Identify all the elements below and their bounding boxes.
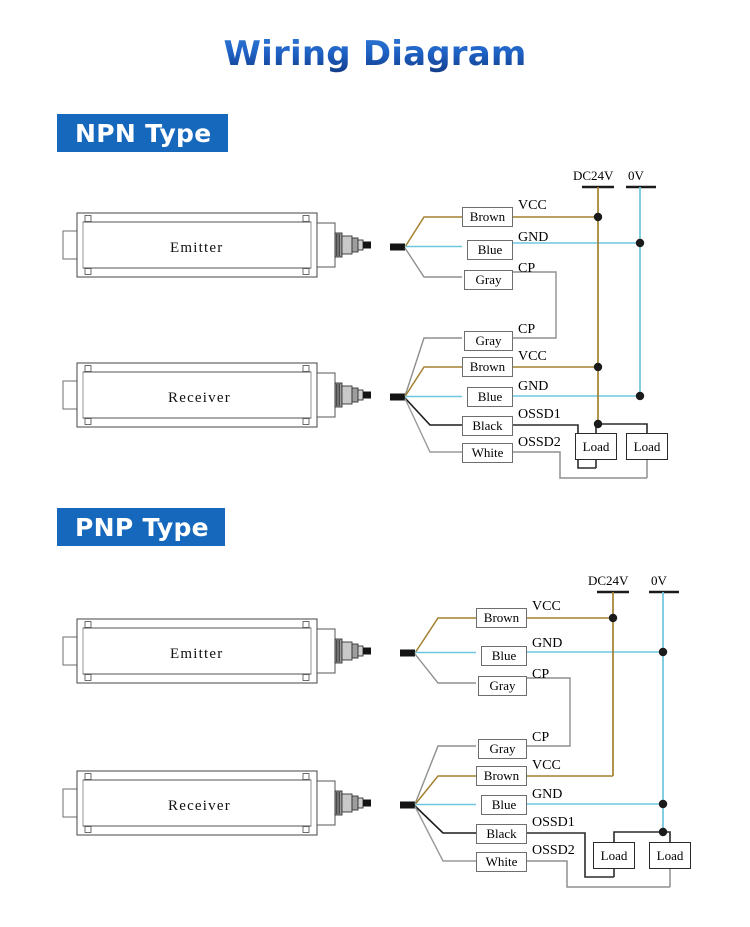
pnp-load-2: Load [649, 842, 691, 869]
pnp-emitter-label: Emitter [170, 646, 224, 662]
pnp-load-1: Load [593, 842, 635, 869]
section-banner-npn: NPN Type [57, 114, 228, 152]
pnp-emitter-signal-vcc: VCC [532, 599, 561, 614]
pnp-receiver-wire-brown: Brown [476, 766, 527, 786]
npn-receiver-signal-ossd2: OSSD2 [518, 435, 561, 450]
npn-emitter-signal-vcc: VCC [518, 198, 547, 213]
npn-node-vcc-receiver [593, 362, 603, 372]
npn-receiver-wire-brown: Brown [462, 357, 513, 377]
npn-emitter-signal-cp: CP [518, 261, 536, 276]
page-title: Wiring Diagram [0, 34, 750, 74]
npn-rail-supply-label: DC24V [573, 168, 614, 183]
npn-receiver-wire-blue: Blue [467, 387, 513, 407]
pnp-emitter-signal-cp: CP [532, 667, 550, 682]
section-banner-pnp: PNP Type [57, 508, 225, 546]
pnp-receiver-signal-vcc: VCC [532, 758, 561, 773]
npn-node-gnd-emitter [635, 238, 645, 248]
pnp-receiver-signal-ossd2: OSSD2 [532, 843, 575, 858]
pnp-receiver-wire-black: Black [476, 824, 527, 844]
pnp-node-vcc-emitter [608, 613, 618, 623]
pnp-receiver-signal-gnd: GND [532, 787, 563, 802]
npn-node-load-supply [593, 419, 603, 429]
npn-emitter-wire-brown: Brown [462, 207, 513, 227]
npn-receiver-wire-black: Black [462, 416, 513, 436]
npn-node-gnd-receiver [635, 391, 645, 401]
pnp-node-gnd-receiver [658, 799, 668, 809]
pnp-node-gnd-emitter [658, 647, 668, 657]
pnp-receiver-label: Receiver [168, 798, 231, 814]
npn-receiver-wire-gray: Gray [464, 331, 513, 351]
pnp-emitter-signal-gnd: GND [532, 636, 563, 651]
pnp-emitter-wire-gray: Gray [478, 676, 527, 696]
npn-load-2: Load [626, 433, 668, 460]
pnp-node-load-ground [658, 827, 668, 837]
npn-receiver-label: Receiver [168, 390, 231, 406]
npn-receiver-signal-gnd: GND [518, 379, 549, 394]
pnp-emitter-wire-blue: Blue [481, 646, 527, 666]
npn-load-1: Load [575, 433, 617, 460]
npn-receiver-signal-vcc: VCC [518, 349, 547, 364]
pnp-rail-supply-label: DC24V [588, 573, 629, 588]
pnp-rail-ground-label: 0V [651, 573, 667, 588]
pnp-receiver-wire-gray: Gray [478, 739, 527, 759]
pnp-receiver-signal-ossd1: OSSD1 [532, 815, 575, 830]
npn-receiver-signal-cp: CP [518, 322, 536, 337]
pnp-receiver-wire-blue: Blue [481, 795, 527, 815]
npn-emitter-signal-gnd: GND [518, 230, 549, 245]
npn-emitter-wire-blue: Blue [467, 240, 513, 260]
npn-emitter-wire-gray: Gray [464, 270, 513, 290]
npn-rail-ground-label: 0V [628, 168, 644, 183]
npn-node-vcc-emitter [593, 212, 603, 222]
pnp-emitter-wire-brown: Brown [476, 608, 527, 628]
npn-receiver-signal-ossd1: OSSD1 [518, 407, 561, 422]
pnp-receiver-wire-white: White [476, 852, 527, 872]
npn-receiver-wire-white: White [462, 443, 513, 463]
pnp-receiver-signal-cp: CP [532, 730, 550, 745]
npn-emitter-label: Emitter [170, 240, 224, 256]
